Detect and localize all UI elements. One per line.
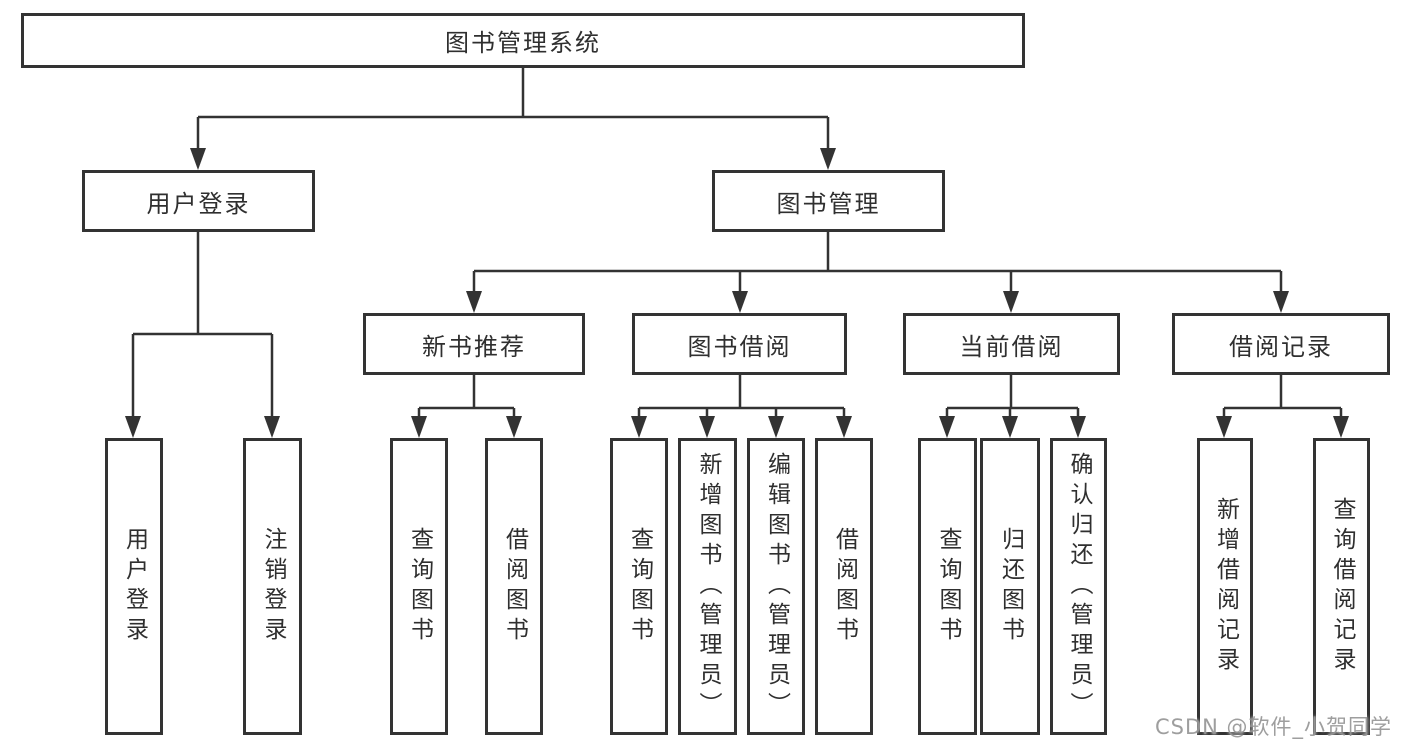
csdn-watermark: CSDN @软件_小贺同学 xyxy=(1155,715,1393,739)
leaf-borrow-books-recommend: 借阅图书 xyxy=(485,438,543,735)
leaf-query-borrow-record: 查询借阅记录 xyxy=(1313,438,1370,735)
leaf-add-borrow-record: 新增借阅记录 xyxy=(1197,438,1253,735)
node-book-borrowing: 图书借阅 xyxy=(632,313,847,375)
leaf-logout: 注销登录 xyxy=(243,438,302,735)
node-user-login: 用户登录 xyxy=(82,170,315,232)
node-current-borrowing: 当前借阅 xyxy=(903,313,1120,375)
leaf-borrow-books-borrowing: 借阅图书 xyxy=(815,438,873,735)
leaf-add-book-admin: 新增图书（管理员） xyxy=(678,438,737,735)
leaf-query-books-recommend: 查询图书 xyxy=(390,438,448,735)
node-library-management-system: 图书管理系统 xyxy=(21,13,1025,68)
leaf-query-books-current: 查询图书 xyxy=(918,438,977,735)
leaf-user-login: 用户登录 xyxy=(105,438,163,735)
node-book-management: 图书管理 xyxy=(712,170,945,232)
leaf-query-books-borrowing: 查询图书 xyxy=(610,438,668,735)
leaf-return-book: 归还图书 xyxy=(980,438,1040,735)
node-new-book-recommend: 新书推荐 xyxy=(363,313,585,375)
node-borrowing-records: 借阅记录 xyxy=(1172,313,1390,375)
leaf-confirm-return-admin: 确认归还（管理员） xyxy=(1050,438,1107,735)
leaf-edit-book-admin: 编辑图书（管理员） xyxy=(747,438,805,735)
